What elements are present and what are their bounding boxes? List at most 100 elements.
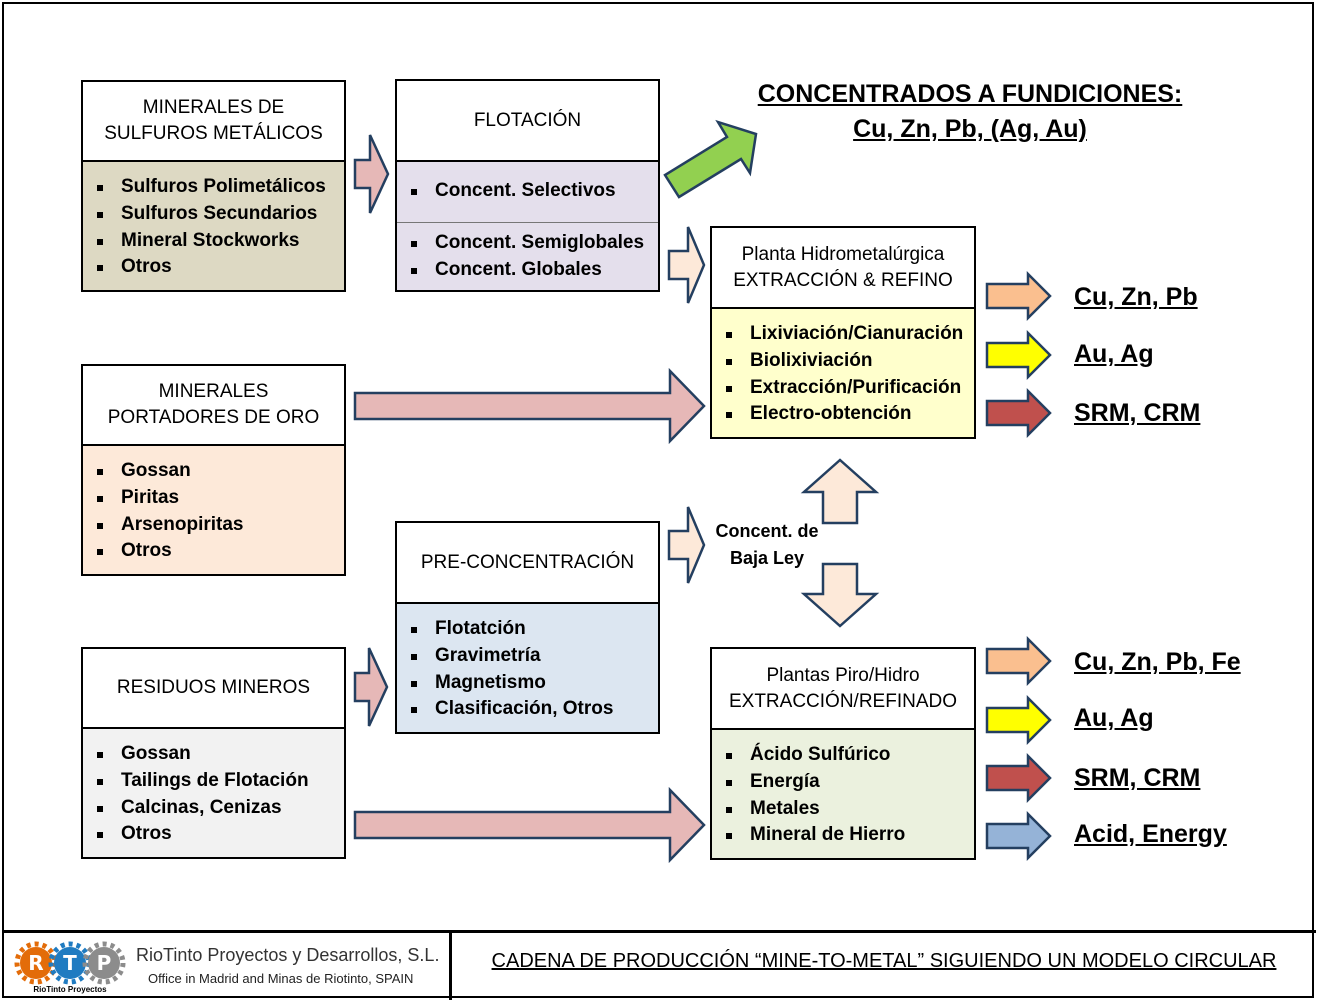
flotation-list-selective: Concent. Selectivos	[397, 178, 658, 205]
list-item: Concent. Globales	[397, 257, 658, 284]
residues-title-line1: RESIDUOS MINEROS	[116, 677, 311, 698]
pyro-hydro-plants-list-area: Ácido Sulfúrico Energía Metales Mineral …	[712, 730, 974, 858]
list-item: Piritas	[83, 485, 344, 512]
list-item: Lixiviación/Cianuración	[712, 321, 974, 348]
arrow-preconcentration-to-low-grade	[667, 506, 706, 584]
arrow-output-pyro-reference-materials	[985, 752, 1052, 804]
logo-letter-p: P	[97, 951, 112, 975]
preconc-title-line1: PRE-CONCENTRACIÓN	[420, 551, 635, 573]
sulfide-minerals-list-area: Sulfuros Polimetálicos Sulfuros Secundar…	[83, 162, 344, 290]
list-item: Magnetismo	[397, 670, 658, 697]
concentrates-metals: Cu, Zn, Pb, (Ag, Au)	[853, 115, 1087, 143]
arrow-output-pyro-precious-metals	[985, 694, 1052, 746]
rtp-logo: R T P RioTinto Proyectos	[14, 941, 126, 994]
pre-concentration-list-area: Flotatción Gravimetría Magnetismo Clasif…	[397, 604, 658, 732]
list-item: Ácido Sulfúrico	[712, 742, 974, 769]
list-item: Concent. Semiglobales	[397, 230, 658, 257]
flotation-list-global: Concent. Semiglobales Concent. Globales	[397, 230, 658, 284]
pre-concentration-title: PRE-CONCENTRACIÓN	[397, 523, 658, 604]
list-item: Otros	[83, 538, 344, 565]
list-item: Energía	[712, 769, 974, 796]
list-item: Metales	[712, 796, 974, 823]
list-item: Mineral de Hierro	[712, 822, 974, 849]
arrow-output-hydro-reference-materials	[985, 387, 1052, 439]
arrow-gold-to-hydro-plant	[353, 367, 706, 445]
arrow-flotation-to-smelters	[663, 119, 758, 199]
hydro-title-line2: EXTRACCIÓN & REFINO	[733, 269, 953, 291]
list-item: Gossan	[83, 458, 344, 485]
arrow-residues-to-pyro-plant	[353, 786, 706, 864]
list-item: Tailings de Flotación	[83, 768, 344, 795]
list-item: Calcinas, Cenizas	[83, 795, 344, 822]
list-item: Otros	[83, 821, 344, 848]
output-hydro-precious-metals: Au, Ag	[1074, 340, 1154, 368]
mining-residues-list: Gossan Tailings de Flotación Calcinas, C…	[83, 741, 344, 848]
gold-minerals-title: MINERALES PORTADORES DE ORO	[83, 366, 344, 446]
sulfide-title-line2: SULFUROS METÁLICOS	[104, 123, 323, 144]
list-item: Sulfuros Polimetálicos	[83, 174, 344, 201]
flotation-title: FLOTACIÓN	[397, 81, 658, 162]
sulfide-minerals-title: MINERALES DE SULFUROS METÁLICOS	[83, 82, 344, 162]
list-item: Extracción/Purificación	[712, 375, 974, 402]
gold-minerals-box: MINERALES PORTADORES DE ORO Gossan Pirit…	[81, 364, 346, 576]
flotation-box: FLOTACIÓN Concent. Selectivos Concent. S…	[395, 79, 660, 292]
low-grade-line1: Concent. de	[715, 521, 819, 541]
flotation-title-line1: FLOTACIÓN	[473, 109, 582, 131]
list-item: Sulfuros Secundarios	[83, 201, 344, 228]
hydrometallurgical-plant-list: Lixiviación/Cianuración Biolixiviación E…	[712, 321, 974, 428]
mining-residues-title: RESIDUOS MINEROS	[83, 649, 344, 729]
list-item: Electro-obtención	[712, 401, 974, 428]
footer-separator	[449, 931, 452, 1000]
low-grade-concentrate-label: Concent. de Baja Ley	[700, 518, 834, 572]
gear-icon	[82, 941, 126, 985]
arrow-low-grade-down	[800, 562, 880, 628]
hydrometallurgical-plant-list-area: Lixiviación/Cianuración Biolixiviación E…	[712, 309, 974, 437]
output-pyro-reference-materials: SRM, CRM	[1074, 764, 1201, 792]
logo-caption: RioTinto Proyectos	[33, 985, 107, 994]
pyro-title-line2: EXTRACCIÓN/REFINADO	[728, 690, 958, 712]
list-item: Concent. Selectivos	[397, 178, 658, 205]
flotation-list-area: Concent. Selectivos Concent. Semiglobale…	[397, 162, 658, 290]
pyro-hydro-plants-box: Plantas Piro/Hidro EXTRACCIÓN/REFINADO Á…	[710, 647, 976, 860]
mining-residues-box: RESIDUOS MINEROS Gossan Tailings de Flot…	[81, 647, 346, 859]
list-item: Mineral Stockworks	[83, 228, 344, 255]
pre-concentration-list: Flotatción Gravimetría Magnetismo Clasif…	[397, 616, 658, 723]
list-item: Gossan	[83, 741, 344, 768]
arrow-flotation-to-hydro-plant	[667, 226, 706, 304]
company-footer: R T P RioTinto Proyectos RioTinto Proyec…	[6, 935, 446, 997]
flotation-divider	[397, 222, 658, 223]
gold-title-line1: MINERALES	[158, 381, 269, 402]
gold-title-line2: PORTADORES DE ORO	[107, 407, 320, 428]
gold-minerals-list-area: Gossan Piritas Arsenopiritas Otros	[83, 446, 344, 574]
arrow-residues-to-preconcentration	[353, 647, 389, 727]
output-pyro-acid-energy: Acid, Energy	[1074, 820, 1227, 848]
concentrates-heading: CONCENTRADOS A FUNDICIONES:	[757, 80, 1183, 108]
list-item: Flotatción	[397, 616, 658, 643]
list-item: Otros	[83, 254, 344, 281]
logo-letter-r: R	[28, 951, 43, 975]
sulfide-minerals-box: MINERALES DE SULFUROS METÁLICOS Sulfuros…	[81, 80, 346, 292]
arrow-output-hydro-precious-metals	[985, 329, 1052, 381]
arrow-output-pyro-base-metals	[985, 635, 1052, 687]
footer-title: CADENA DE PRODUCCIÓN “MINE-TO-METAL” SIG…	[491, 950, 1277, 972]
list-item: Arsenopiritas	[83, 512, 344, 539]
output-hydro-reference-materials: SRM, CRM	[1074, 399, 1201, 427]
logo-letter-t: T	[63, 951, 77, 975]
arrow-low-grade-up	[800, 458, 880, 525]
company-name: RioTinto Proyectos y Desarrollos, S.L.	[136, 945, 440, 965]
company-office: Office in Madrid and Minas de Riotinto, …	[148, 971, 414, 986]
output-hydro-base-metals: Cu, Zn, Pb	[1074, 283, 1198, 311]
arrow-output-pyro-acid-energy	[985, 810, 1052, 862]
hydrometallurgical-plant-title: Planta Hidrometalúrgica EXTRACCIÓN & REF…	[712, 228, 974, 309]
mining-residues-list-area: Gossan Tailings de Flotación Calcinas, C…	[83, 729, 344, 857]
hydrometallurgical-plant-box: Planta Hidrometalúrgica EXTRACCIÓN & REF…	[710, 226, 976, 439]
output-pyro-precious-metals: Au, Ag	[1074, 704, 1154, 732]
output-pyro-base-metals: Cu, Zn, Pb, Fe	[1074, 648, 1241, 676]
list-item: Biolixiviación	[712, 348, 974, 375]
pre-concentration-box: PRE-CONCENTRACIÓN Flotatción Gravimetría…	[395, 521, 660, 734]
sulfide-minerals-list: Sulfuros Polimetálicos Sulfuros Secundar…	[83, 174, 344, 281]
hydro-title-line1: Planta Hidrometalúrgica	[741, 243, 945, 265]
pyro-hydro-plants-list: Ácido Sulfúrico Energía Metales Mineral …	[712, 742, 974, 849]
